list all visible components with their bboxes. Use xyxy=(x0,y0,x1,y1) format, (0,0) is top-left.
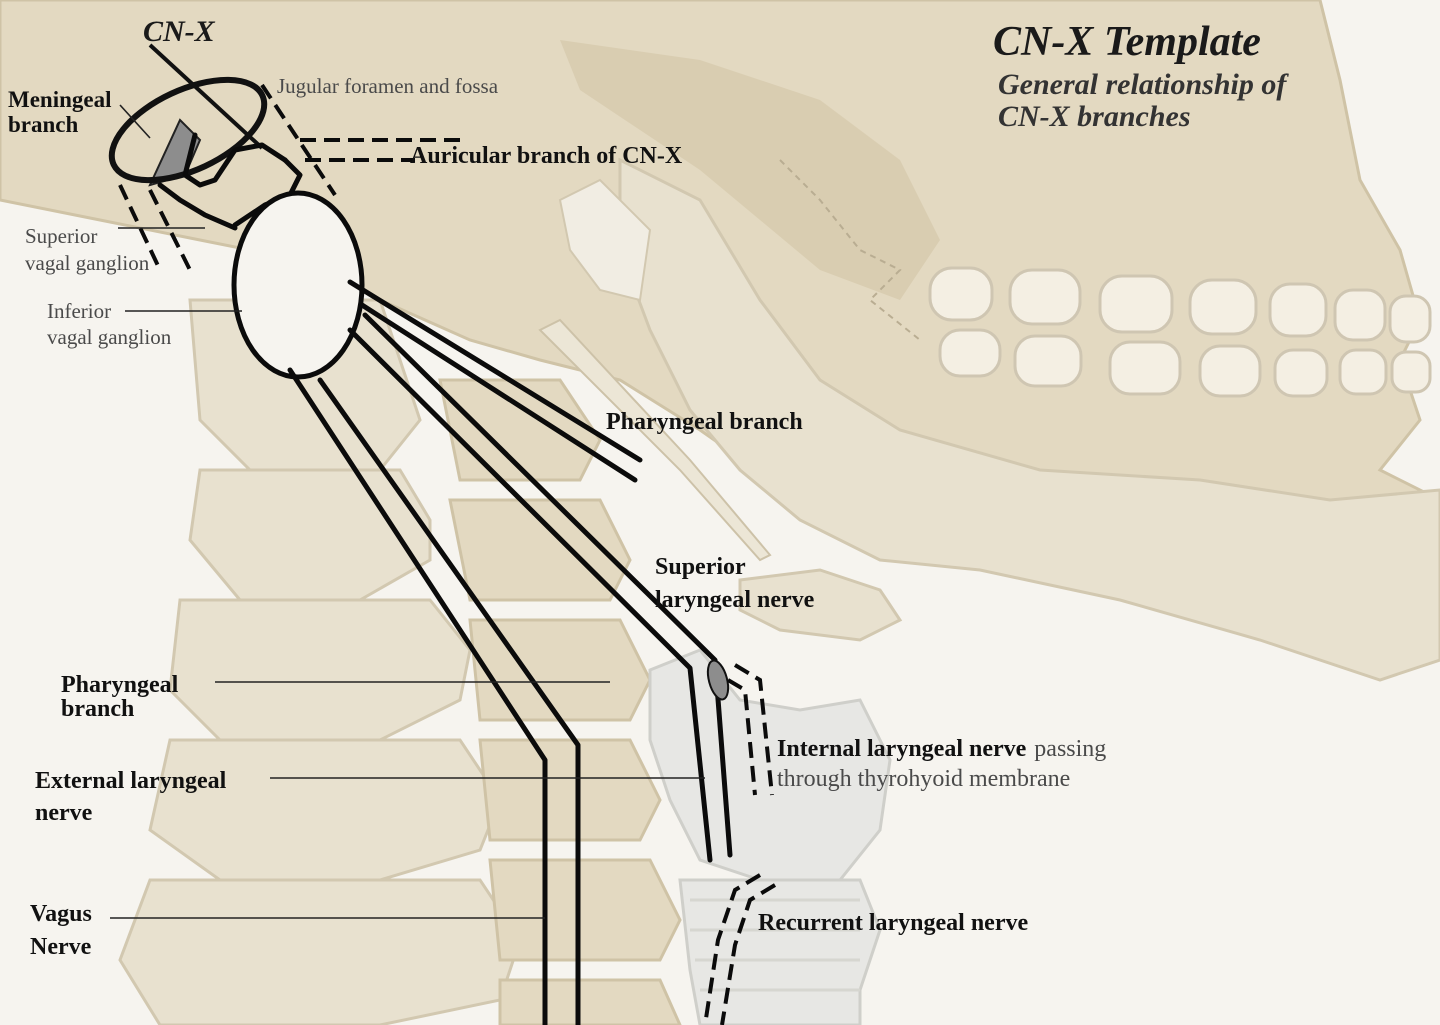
subtitle-line-2: CN-X branches xyxy=(998,100,1191,133)
label-sup-ganglion-2: vagal ganglion xyxy=(25,251,150,275)
jugular-foramen-shape xyxy=(108,76,337,271)
label-meningeal-1: Meningeal xyxy=(8,87,112,112)
upper-teeth xyxy=(928,266,1432,344)
label-pharyngeal-branch-top: Pharyngeal branch xyxy=(606,409,803,435)
label-vagus-1: Vagus xyxy=(30,901,92,927)
larynx-illustration xyxy=(648,648,892,1025)
label-vagus-2: Nerve xyxy=(30,934,92,960)
label-meningeal-2: branch xyxy=(8,112,79,137)
label-inf-ganglion-1: Inferior xyxy=(47,299,111,323)
label-external-laryngeal-1: External laryngeal xyxy=(35,768,227,794)
label-cnx: CN-X xyxy=(143,15,216,48)
label-inf-ganglion-2: vagal ganglion xyxy=(47,325,172,349)
label-internal-laryngeal-2: through thyrohyoid membrane xyxy=(777,766,1070,792)
label-pharyngeal-left-1: Pharyngeal xyxy=(61,672,179,698)
spine-illustration xyxy=(118,298,682,1025)
labels: CN-X Template General relationship of CN… xyxy=(8,15,1289,960)
subtitle-line-1: General relationship of xyxy=(998,68,1289,101)
label-auricular: Auricular branch of CN-X xyxy=(410,143,683,169)
label-superior-laryngeal-1: Superior xyxy=(655,554,746,580)
inferior-vagal-ganglion-shape xyxy=(231,190,365,380)
label-pharyngeal-left-2: branch xyxy=(61,696,134,722)
nerve-diagram xyxy=(108,43,777,1025)
label-superior-laryngeal-2: laryngeal nerve xyxy=(655,587,815,613)
lower-teeth xyxy=(938,328,1432,398)
skull-illustration xyxy=(0,0,1440,682)
label-external-laryngeal-2: nerve xyxy=(35,800,93,826)
label-sup-ganglion-1: Superior xyxy=(25,224,97,248)
title: CN-X Template xyxy=(993,19,1261,65)
label-recurrent-laryngeal: Recurrent laryngeal nerve xyxy=(758,910,1028,936)
label-jugular: Jugular foramen and fossa xyxy=(277,74,499,98)
